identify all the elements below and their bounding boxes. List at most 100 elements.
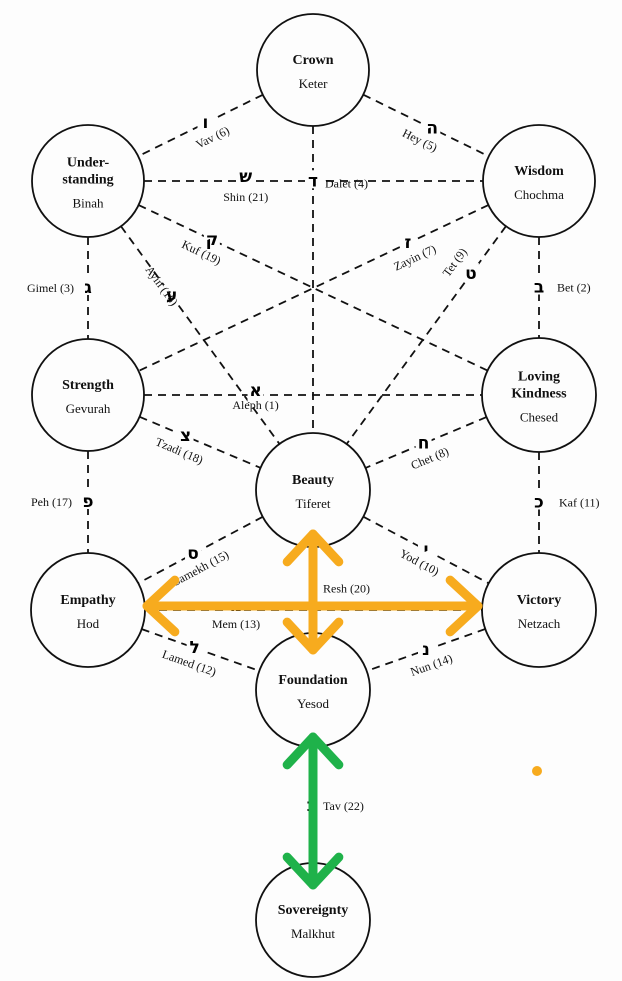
orange-dot (532, 766, 542, 776)
path-label-mem: Mem (13) (212, 617, 260, 631)
path-marker-shin: ש Shin (21) (223, 167, 268, 204)
letter-backing (185, 542, 202, 561)
hebrew-letter-kuf: ק (206, 230, 219, 250)
sefirah-circle (481, 337, 597, 453)
path-label-bet: Bet (2) (557, 281, 591, 295)
arrow-head-icon (282, 732, 344, 770)
sefirah-title: standing (62, 173, 113, 188)
letter-backing (531, 491, 547, 510)
letter-backing (424, 117, 441, 136)
annotations-layer (142, 529, 542, 890)
sefirah-hebrew-name: Hod (77, 616, 100, 631)
sefirah-circle (481, 552, 597, 668)
path-line-tet (345, 225, 507, 445)
arrow-head-icon (282, 852, 344, 890)
path-line-vav (137, 93, 264, 158)
sefirah-hebrew-name: Chesed (520, 410, 559, 425)
arrow-head-icon (282, 529, 344, 567)
sefirah-circle (31, 124, 145, 238)
letter-backing (418, 639, 434, 657)
sefirah-title: Wisdom (514, 164, 564, 179)
sefirah-hebrew-name: Keter (299, 76, 329, 91)
path-line-tzadi (139, 415, 261, 469)
letter-backing (415, 432, 432, 451)
path-label-shin: Shin (21) (223, 190, 268, 204)
path-label-peh: Peh (17) (31, 495, 72, 509)
sefirah-title: Beauty (292, 473, 334, 488)
sefirah-circle (30, 552, 146, 668)
letter-backing (80, 277, 96, 295)
sefirah-title: Victory (517, 593, 562, 608)
hebrew-letter-ayin: ע (166, 286, 177, 306)
arrow-head-icon (142, 575, 180, 637)
letter-backing (418, 539, 434, 557)
path-marker-gimel: ג Gimel (3) (27, 277, 96, 298)
path-label-tav: Tav (22) (323, 799, 364, 813)
sefirah-title: Strength (62, 378, 114, 393)
sefirah-title: Sovereignty (278, 903, 349, 918)
path-marker-kaf: כ Kaf (11) (531, 491, 600, 513)
path-marker-bet: ב Bet (2) (531, 276, 591, 298)
path-line-chet (365, 416, 487, 469)
arrow-head-icon (282, 617, 344, 655)
sefirah-hebrew-name: Gevurah (66, 401, 111, 416)
hebrew-letter-peh: פ (82, 492, 93, 512)
hebrew-letter-chet: ח (418, 434, 430, 454)
hebrew-letter-bet: ב (534, 278, 544, 298)
hebrew-letter-gimel: ג (84, 278, 92, 298)
letter-backing (399, 232, 416, 251)
letter-backing (186, 636, 203, 655)
sefirah-title: Kindness (511, 387, 567, 402)
letter-backing (247, 384, 264, 402)
path-label-dalet: Dalet (4) (325, 176, 368, 190)
path-label-kaf: Kaf (11) (559, 496, 600, 510)
letter-backing (305, 170, 321, 189)
hebrew-letter-samekh: ס (187, 544, 199, 564)
hebrew-letter-hey: ה (426, 119, 438, 139)
sefirah-circle (256, 13, 370, 127)
hebrew-letter-vav: ו (203, 113, 209, 133)
hebrew-letter-zayin: ז (405, 233, 412, 253)
hebrew-letter-yod: י (423, 540, 428, 560)
letter-backing (163, 284, 180, 303)
letter-backing (531, 276, 547, 295)
path-marker-peh: פ Peh (17) (31, 491, 96, 512)
sefirah-title: Foundation (278, 673, 347, 688)
hebrew-letter-lamed: ל (189, 638, 199, 658)
hebrew-letter-nun: נ (422, 640, 430, 660)
hebrew-letter-tet: ט (465, 264, 477, 284)
arrow-head-icon (445, 575, 483, 637)
letter-backing (80, 491, 96, 509)
hebrew-letter-shin: ש (239, 167, 252, 187)
hebrew-letter-kaf: כ (534, 493, 544, 513)
sefirah-circle (482, 124, 596, 238)
sefirah-title: Under- (67, 156, 110, 171)
orange-arrow-beauty-foundation (282, 529, 344, 655)
letter-backing (462, 263, 479, 282)
sefirah-title: Crown (293, 53, 334, 68)
path-label-gimel: Gimel (3) (27, 281, 74, 295)
sefirah-circle (31, 338, 145, 452)
path-line-hey (362, 93, 490, 158)
